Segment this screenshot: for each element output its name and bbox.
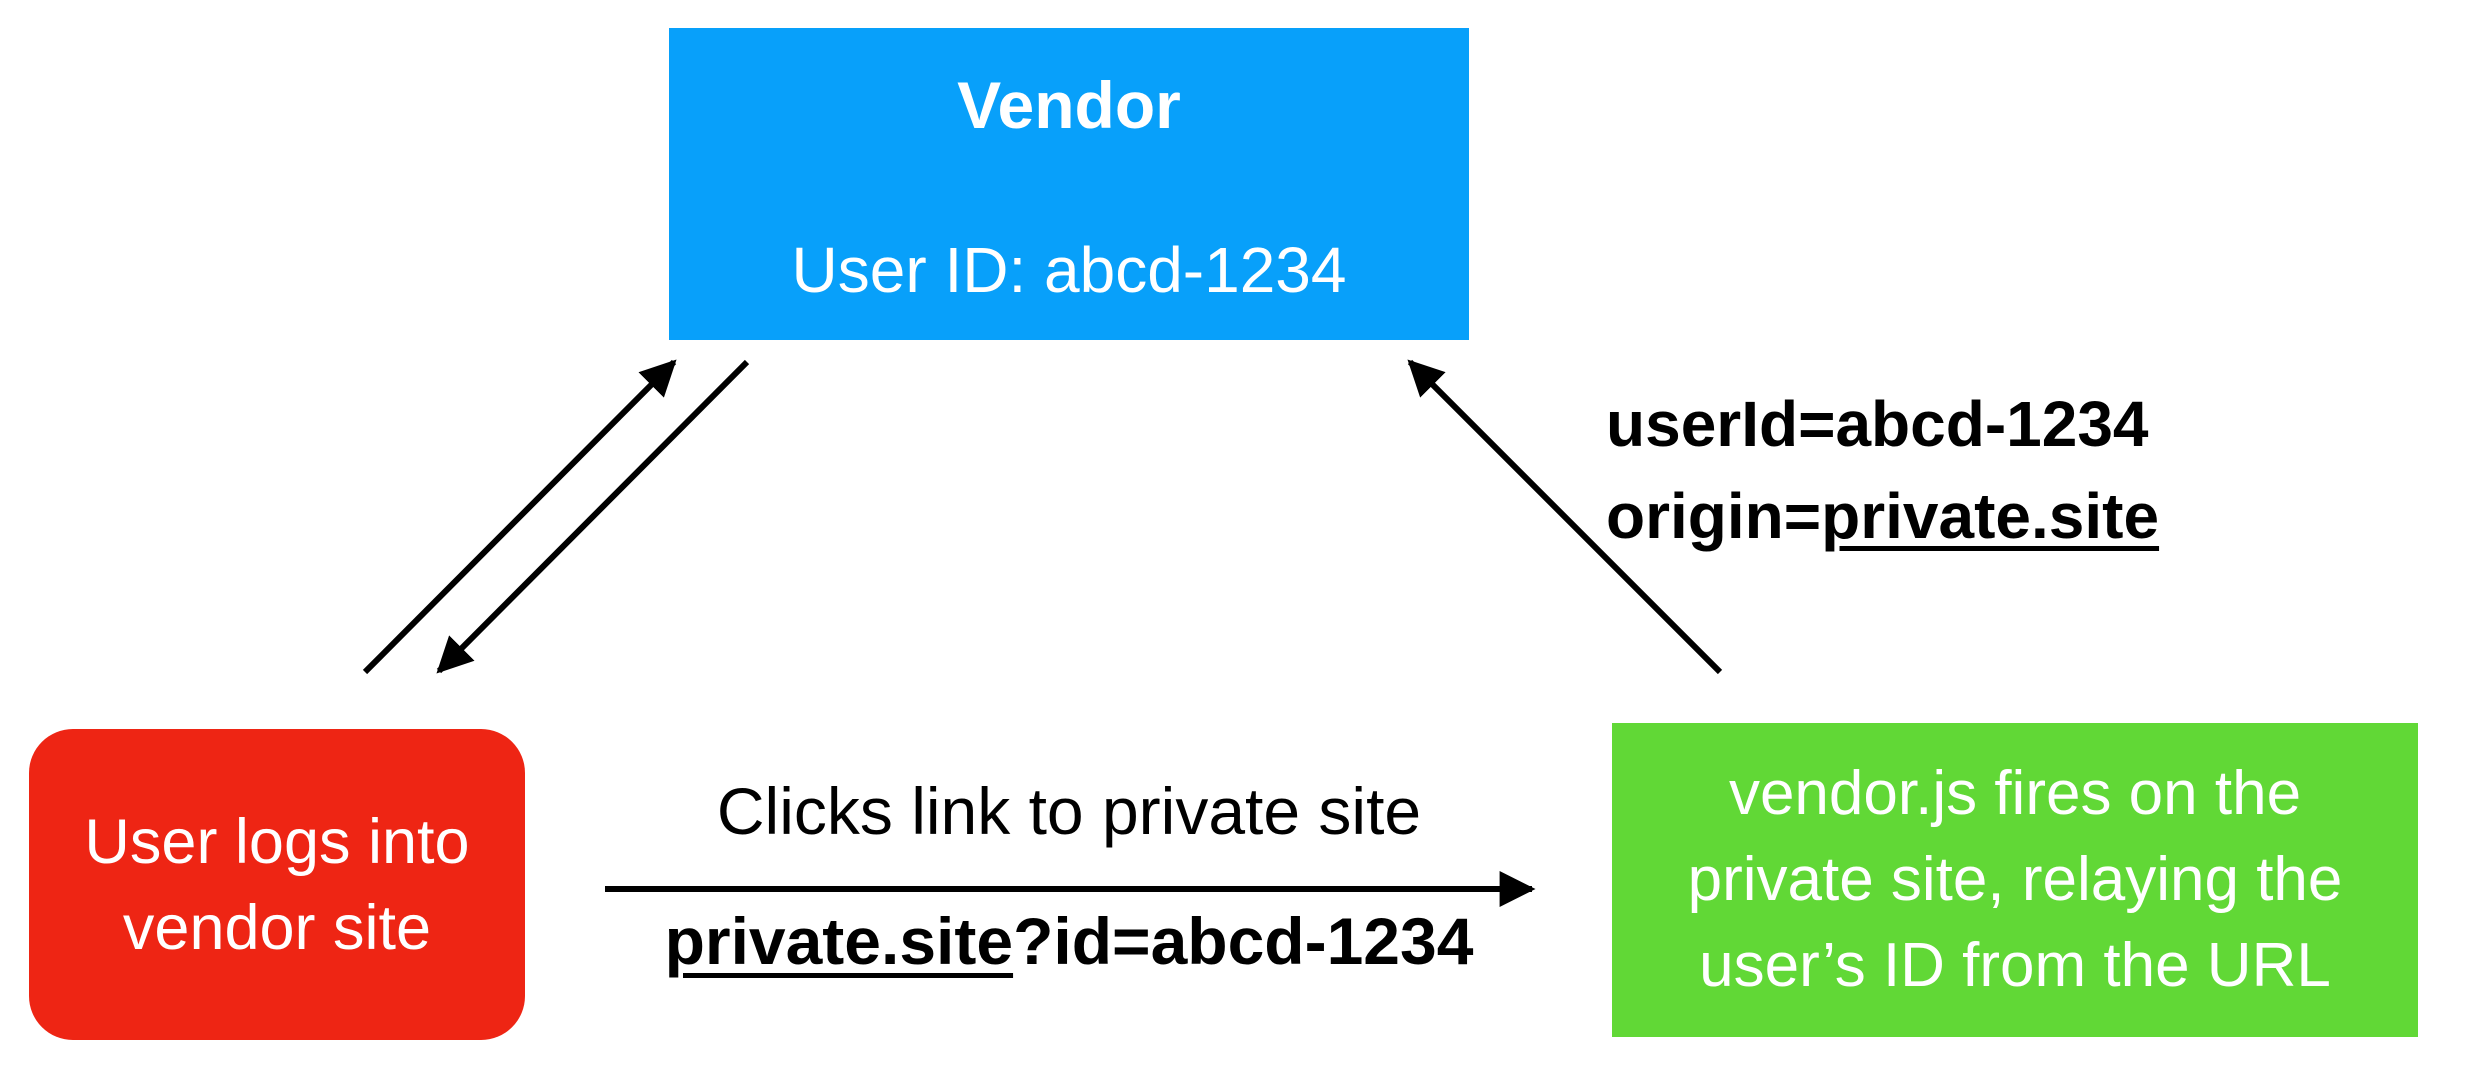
vendor-js-line-3: user’s ID from the URL — [1699, 931, 2331, 1000]
vendor-js-line-1: vendor.js fires on the — [1728, 759, 2302, 828]
user-login-box: User logs into vendor site — [29, 729, 525, 1040]
link-url-query: ?id=abcd-1234 — [1013, 904, 1474, 978]
user-login-line-2: vendor site — [122, 892, 432, 963]
vendor-title: Vendor — [957, 68, 1181, 142]
payload-origin: origin=private.site — [1606, 470, 2159, 562]
vendor-js-box: vendor.js fires on the private site, rel… — [1612, 723, 2418, 1037]
arrow-user-to-vendor — [362, 359, 677, 675]
arrow-vendor-to-user — [436, 359, 750, 674]
user-login-line-1: User logs into — [84, 806, 470, 877]
vendor-js-line-2: private site, relaying the — [1687, 845, 2343, 914]
click-link-caption: Clicks link to private site — [716, 774, 1422, 848]
payload-user-id: userId=abcd-1234 — [1606, 388, 2149, 460]
link-url-host: private.site — [664, 904, 1014, 978]
payload-origin-value: private.site — [1821, 480, 2160, 552]
payload-origin-prefix: origin= — [1606, 480, 1822, 552]
vendor-user-id: User ID: abcd-1234 — [791, 234, 1347, 306]
payload-label: userId=abcd-1234 origin=private.site — [1606, 378, 2159, 562]
arrow-js-to-vendor — [1407, 359, 1723, 675]
link-url: private.site?id=abcd-1234 — [605, 908, 1533, 974]
vendor-box: Vendor User ID: abcd-1234 — [669, 28, 1469, 340]
